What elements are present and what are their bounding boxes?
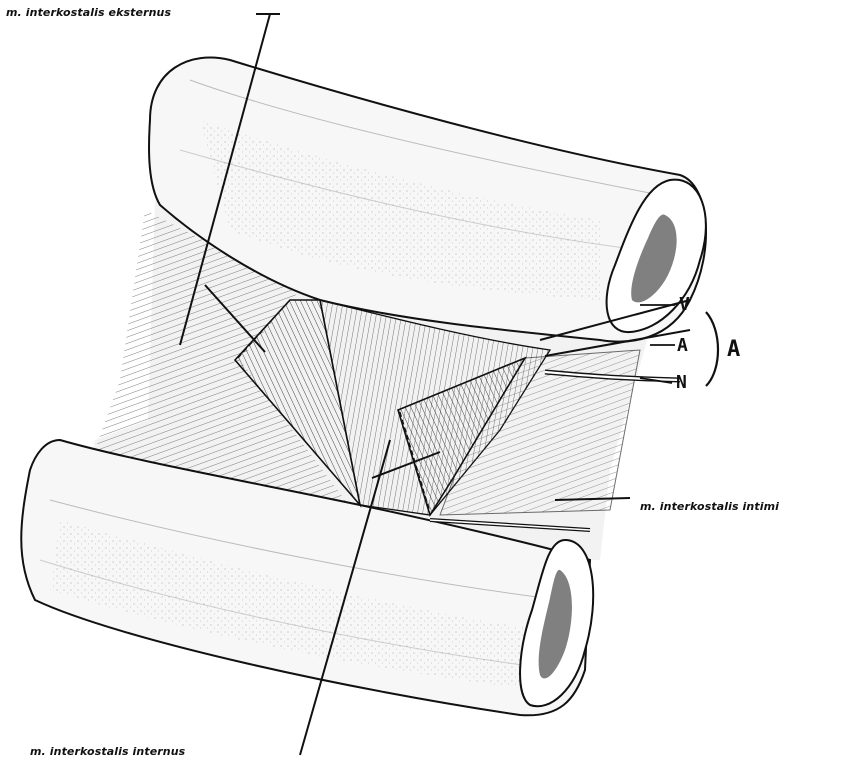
label-innermost-intercostal: m. interkostalis intimi (640, 500, 779, 513)
label-internal-intercostal: m. interkostalis internus (30, 745, 185, 758)
bracket (706, 312, 718, 386)
label-artery: A (677, 337, 688, 355)
label-nerve: N (676, 374, 687, 392)
label-vein: V (679, 296, 690, 314)
label-bundle-group: A (727, 339, 740, 361)
label-external-intercostal: m. interkostalis eksternus (6, 6, 171, 19)
